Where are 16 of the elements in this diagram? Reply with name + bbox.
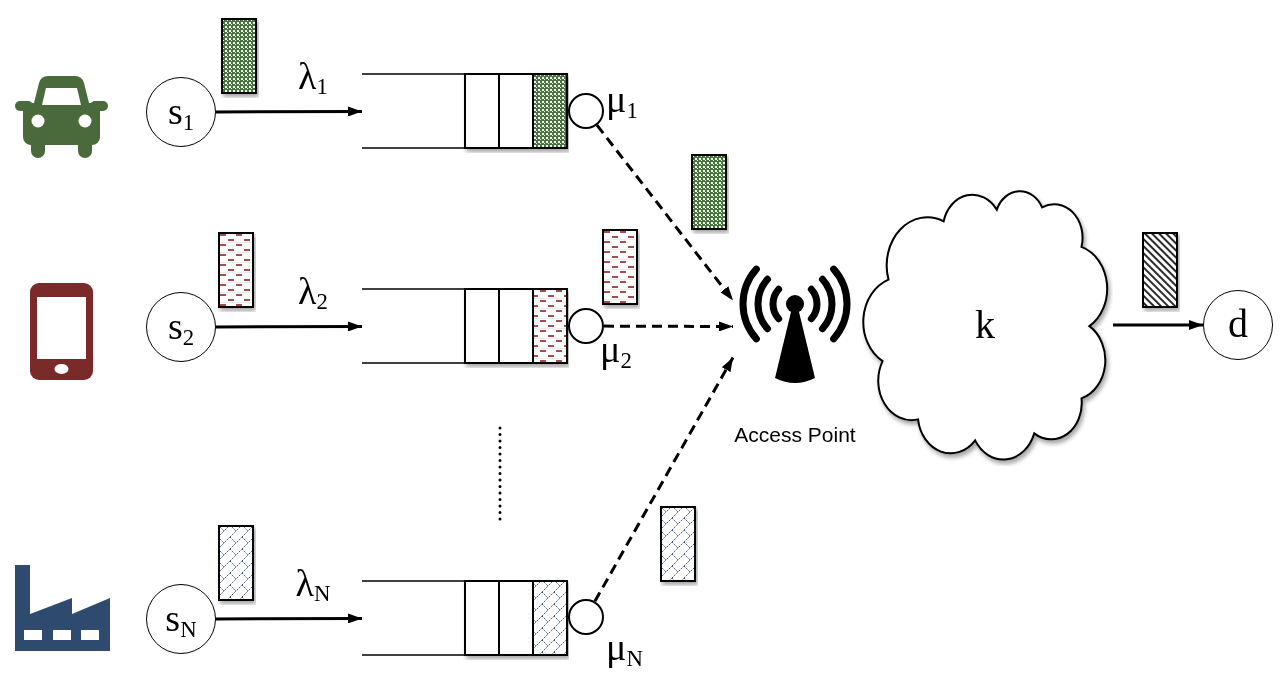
dashed-arrow <box>604 321 733 332</box>
service-rate-label: μ$_{1}$ <box>606 80 638 118</box>
arrow <box>216 321 362 332</box>
dashed-arrow <box>595 124 735 302</box>
arrival-rate-label: λ$_{2}$ <box>298 271 328 310</box>
arrow <box>216 106 362 117</box>
source-node: s$_{N}$ <box>146 584 216 654</box>
source-node: s$_{1}$ <box>146 77 216 147</box>
arrival-rate-label: λ$_{1}$ <box>298 56 328 95</box>
arrow <box>216 613 362 624</box>
access-point-label: Access Point <box>734 424 856 445</box>
destination-node: d <box>1203 290 1273 360</box>
arrival-rate-label: λ$_{N}$ <box>295 563 331 602</box>
source-node: s$_{2}$ <box>146 292 216 362</box>
service-rate-label: μ$_{N}$ <box>606 628 643 666</box>
service-rate-label: μ$_{2}$ <box>600 330 632 368</box>
